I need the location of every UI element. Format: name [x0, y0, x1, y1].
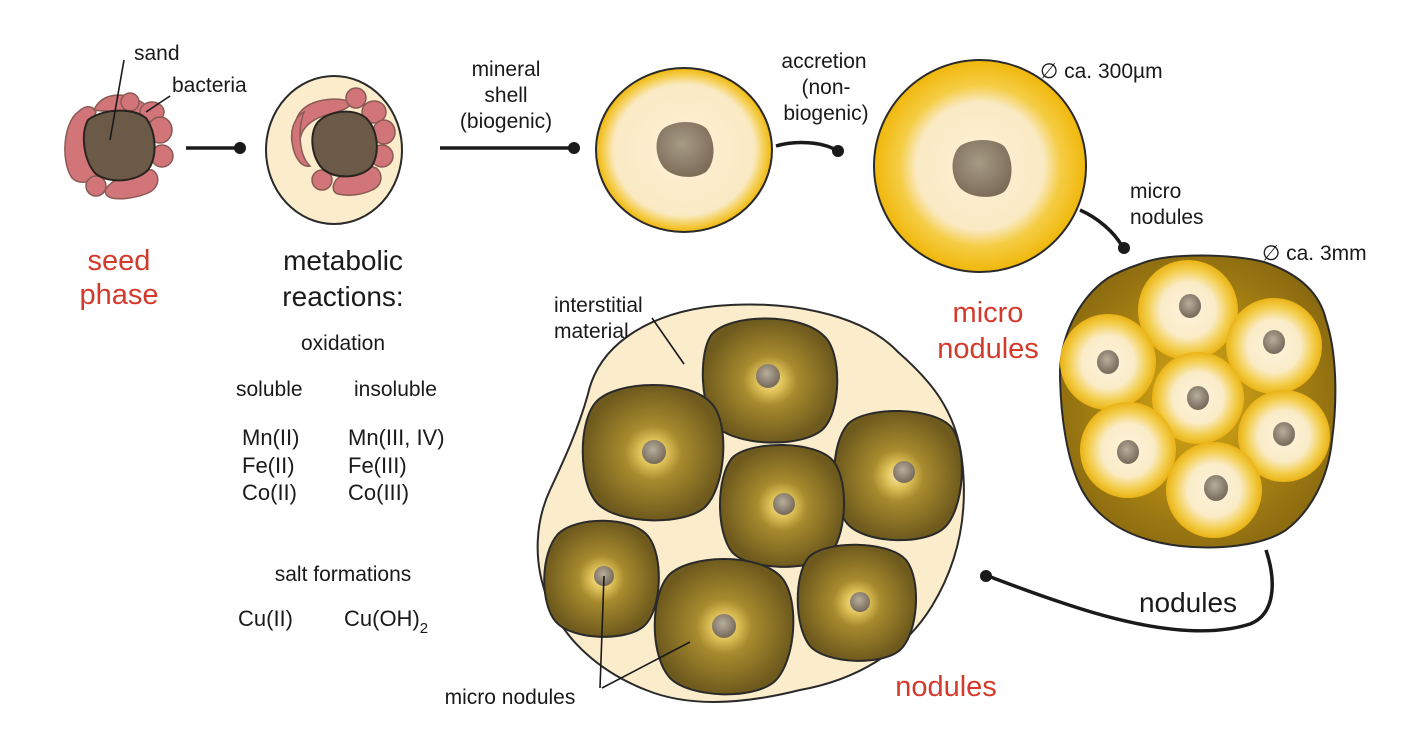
nodule-cluster — [1058, 254, 1337, 549]
accretion-label-3: biogenic) — [783, 102, 868, 125]
aggregate-micro-nodule — [653, 558, 795, 696]
accretion-label-2: (non- — [801, 76, 850, 99]
insoluble-item: Co(III) — [348, 480, 409, 505]
bacteria-pointer — [145, 95, 171, 113]
nodules-arrow-label: nodules — [1139, 587, 1237, 618]
aggregate-micro-nodule — [581, 384, 725, 522]
accretion-label-1: accretion — [781, 50, 866, 73]
sand-label: sand — [134, 42, 180, 65]
micro-nodules-pointer-lines — [599, 575, 691, 689]
metabolic-particle — [265, 75, 403, 225]
insoluble-header: insoluble — [354, 378, 437, 401]
sub-nodule-cores — [1097, 294, 1295, 501]
connector-shell-to-accretion — [775, 140, 844, 157]
oxidation-label: oxidation — [301, 332, 385, 355]
aggregate-micro-nodule — [796, 543, 917, 662]
interstitial-label-2: material — [554, 320, 629, 343]
interstitial-pointer — [651, 317, 685, 365]
aggregate-micro-nodule — [833, 410, 963, 542]
metabolic-title-1: metabolic — [283, 245, 403, 276]
nodule-size-label: ∅ ca. 3mm — [1262, 242, 1367, 265]
soluble-item: Fe(II) — [242, 453, 295, 478]
soluble-header: soluble — [236, 378, 303, 401]
sand-pointer — [109, 59, 125, 141]
cu2-label: Cu(II) — [238, 606, 293, 631]
nodules-title: nodules — [895, 671, 997, 703]
mineral-shell-label-1: mineral — [472, 58, 541, 81]
metabolic-title-2: reactions: — [282, 281, 403, 312]
insoluble-item: Mn(III, IV) — [348, 425, 445, 450]
micro-nodules-arrow-label-1: micro — [1130, 180, 1181, 203]
seed-phase-title-1: seed — [88, 245, 151, 277]
soluble-item: Co(II) — [242, 480, 297, 505]
cuoh2-label: Cu(OH)2 — [344, 606, 428, 637]
micro-nodules-title-1: micro — [953, 297, 1024, 329]
seed-phase-title-2: phase — [79, 279, 158, 311]
soluble-item: Mn(II) — [242, 425, 299, 450]
micro-size-label: ∅ ca. 300µm — [1040, 60, 1163, 83]
micro-nodules-arrow-label-2: nodules — [1130, 206, 1204, 229]
nodule-aggregate — [536, 303, 965, 704]
micro-nodules-pointer-label: micro nodules — [445, 686, 576, 709]
biogenic-shell-particle — [595, 67, 773, 233]
connector-nodule-to-final — [980, 549, 1274, 633]
mineral-shell-label-3: (biogenic) — [460, 110, 552, 133]
seed-phase-particle — [64, 92, 174, 200]
micro-nodules-title-2: nodules — [937, 333, 1039, 365]
aggregate-micro-nodule — [543, 519, 660, 638]
insoluble-item: Fe(III) — [348, 453, 407, 478]
aggregate-micro-nodules — [543, 317, 963, 696]
connector-micro-to-nodule — [1079, 208, 1130, 254]
connector-metabolic-to-shell — [440, 142, 580, 154]
connector-seed-to-metabolic — [186, 142, 246, 154]
salt-formations-label: salt formations — [275, 563, 412, 586]
micro-nodule-particle — [873, 59, 1087, 273]
aggregate-micro-nodule — [701, 317, 839, 444]
interstitial-label-1: interstitial — [554, 294, 643, 317]
mineral-shell-label-2: shell — [484, 84, 527, 107]
bacteria-label: bacteria — [172, 74, 247, 97]
